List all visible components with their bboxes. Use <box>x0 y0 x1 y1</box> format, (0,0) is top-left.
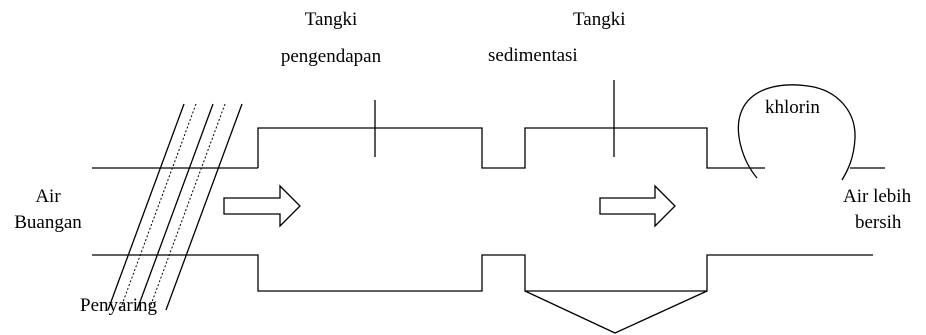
flow-arrow-2 <box>599 184 676 228</box>
flow-arrow-1 <box>223 184 301 228</box>
sedimentation-tank-label-line1: Tangki <box>573 9 626 30</box>
screen-label: Penyaring <box>80 295 158 316</box>
outlet-label-line1: Air lebih <box>843 186 912 207</box>
settling-tank-label: Tangki pengendapan <box>272 10 390 66</box>
outlet-label-line2: bersih <box>855 212 902 233</box>
upper-channel-wall <box>92 127 885 169</box>
settling-tank-label-line2: pengendapan <box>280 46 382 67</box>
screen-mesh-dotted <box>119 103 226 311</box>
sedimentation-hopper <box>524 290 708 334</box>
settling-tank-label-line1: Tangki <box>304 9 358 30</box>
sedimentation-tank-label-line2: sedimentasi <box>488 45 578 66</box>
chlorine-label: khlorin <box>765 97 820 118</box>
outlet-label: Air lebih bersih <box>843 187 911 232</box>
chlorine-loop <box>737 84 856 181</box>
inlet-label-line2: Buangan <box>14 212 82 233</box>
screen-bars <box>107 103 243 311</box>
lower-channel-wall <box>92 254 873 292</box>
inlet-label-line1: Air <box>35 186 61 207</box>
inlet-label: Air Buangan <box>8 187 88 232</box>
